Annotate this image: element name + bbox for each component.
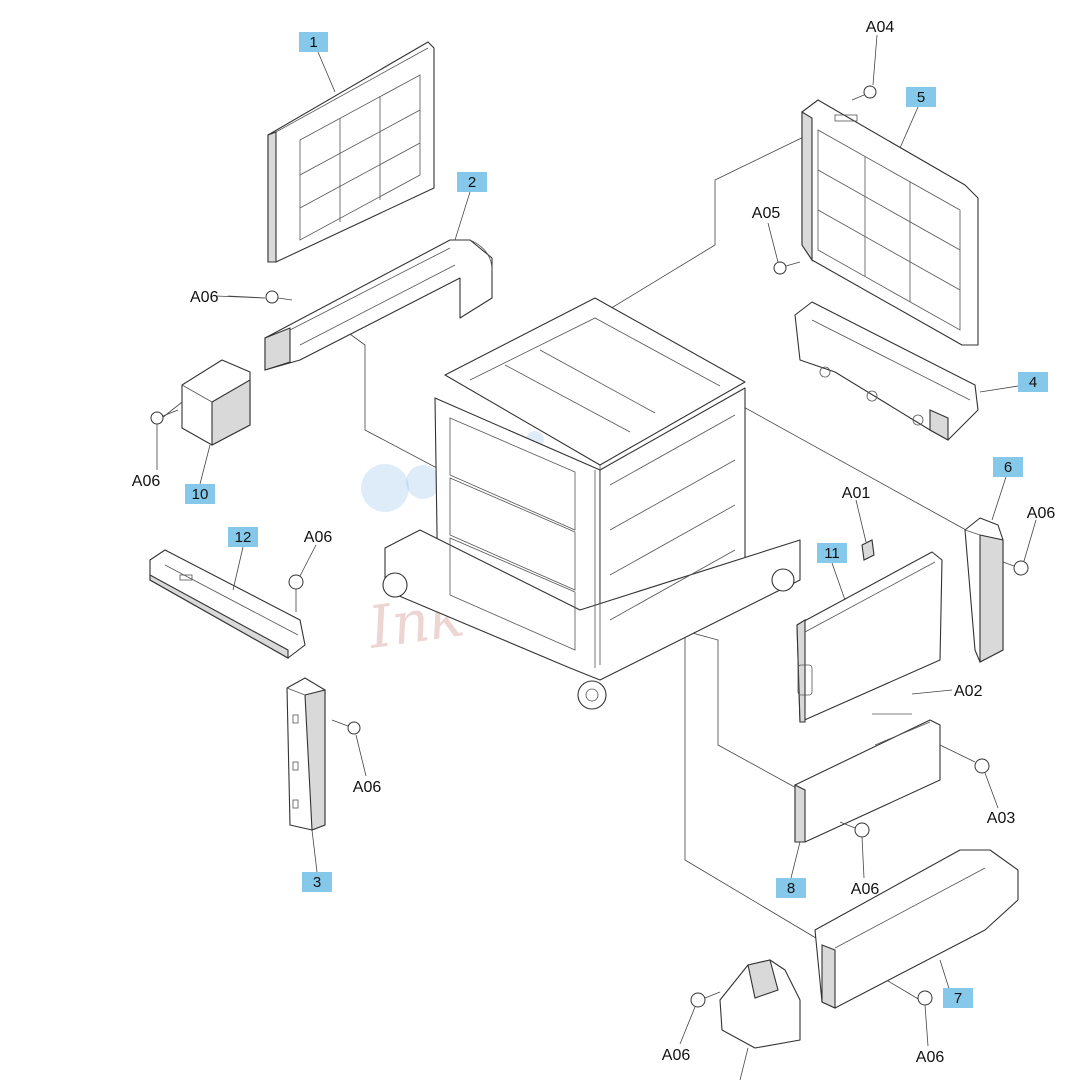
part-8-lower-right-panel [794, 713, 941, 843]
screw-a06-bottom [690, 991, 721, 1008]
part-3-front-post [286, 677, 326, 831]
screw-a06-post [331, 719, 361, 735]
screw-a04 [851, 85, 877, 101]
callout-8: 8 [776, 878, 806, 898]
ref-a06-right: A06 [1027, 505, 1056, 522]
svg-text:5: 5 [917, 89, 925, 106]
screw-a06-top [265, 290, 293, 304]
part-5-right-top-cover [801, 99, 979, 346]
ref-a02: A02 [954, 683, 983, 700]
part-10-left-bracket [181, 359, 251, 446]
part-2-top-rail [264, 239, 493, 371]
callout-1: 1 [299, 32, 328, 52]
ref-a04: A04 [866, 19, 895, 36]
svg-text:4: 4 [1029, 374, 1037, 391]
screws [150, 85, 1029, 1008]
part-12-bottom-left-rail [149, 549, 306, 659]
ref-a03: A03 [987, 810, 1016, 827]
screw-a06-tray [917, 990, 933, 1006]
screw-a03 [939, 744, 990, 774]
svg-text:1: 1 [309, 34, 317, 51]
ref-a06-panel8: A06 [851, 881, 880, 898]
part-1-left-top-cover [267, 41, 435, 263]
callout-10: 10 [185, 484, 215, 504]
svg-text:7: 7 [954, 990, 962, 1007]
bottom-center-bracket [719, 959, 801, 1049]
ref-a06-post: A06 [353, 779, 382, 796]
part-7-bottom-right-tray [814, 849, 1019, 1009]
svg-text:3: 3 [313, 874, 321, 891]
screw-a06-left [150, 409, 179, 425]
screw-a06-rail [288, 574, 304, 612]
callout-11: 11 [817, 543, 847, 563]
part-4-right-rail [794, 301, 979, 441]
part-6-right-post [964, 517, 1004, 663]
svg-text:10: 10 [192, 486, 209, 503]
ref-a01: A01 [842, 485, 871, 502]
screw-a05 [773, 261, 801, 275]
svg-text:12: 12 [235, 529, 252, 546]
callout-4: 4 [1018, 372, 1048, 392]
ref-a06-top: A06 [190, 289, 219, 306]
callout-2: 2 [457, 172, 487, 192]
callout-7: 7 [943, 988, 973, 1008]
callout-leaders [156, 34, 1037, 1081]
svg-text:8: 8 [787, 880, 795, 897]
main-frame-assembly [382, 297, 801, 710]
ref-a06-tray: A06 [916, 1049, 945, 1066]
screw-a06-right [1002, 560, 1029, 576]
callout-3: 3 [302, 872, 332, 892]
svg-text:2: 2 [468, 174, 476, 191]
callout-12: 12 [228, 527, 258, 547]
ref-a05: A05 [752, 205, 781, 222]
ref-a06-bottom: A06 [662, 1047, 691, 1064]
callout-6: 6 [993, 457, 1023, 477]
part-a01-clip [861, 539, 875, 561]
callout-5: 5 [906, 87, 936, 107]
svg-text:11: 11 [824, 545, 840, 562]
part-11-right-door [796, 551, 943, 723]
ref-a06-rail: A06 [304, 529, 333, 546]
screw-a06-panel8 [839, 821, 870, 838]
ref-a06-left: A06 [132, 473, 161, 490]
svg-text:6: 6 [1004, 459, 1012, 476]
